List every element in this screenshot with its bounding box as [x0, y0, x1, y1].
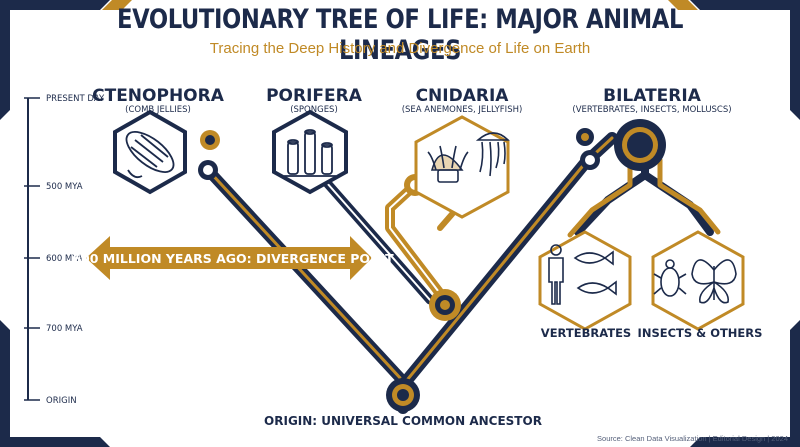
page-subtitle: Tracing the Deep History and Divergence … [209, 40, 591, 57]
lineage-name: BILATERIA [603, 86, 702, 106]
lineage-name: CNIDARIA [416, 86, 510, 106]
timeline-tick: PRESENT DAY [24, 94, 105, 104]
icon-porifera [272, 109, 348, 195]
timeline-label: 600 MYA [46, 254, 83, 264]
lineage-labels: CTENOPHORA (COMB JELLIES) PORIFERA (SPON… [92, 86, 762, 340]
lineage-common: (SPONGES) [290, 105, 338, 115]
timeline-tick: ORIGIN [24, 396, 77, 406]
lineage-common: (SEA ANEMONES, JELLYFISH) [402, 105, 523, 115]
divergence-arrow: 600 MILLION YEARS AGO: DIVERGENCE POINT [72, 236, 394, 280]
subgroup-name: INSECTS & OTHERS [638, 326, 763, 340]
lineage-name: PORIFERA [266, 86, 363, 106]
icon-ctenophora [113, 109, 187, 195]
timeline-label: PRESENT DAY [46, 94, 105, 104]
frame-corner-accents [102, 0, 698, 10]
timeline-tick: 600 MYA [24, 254, 83, 264]
icon-vertebrates [538, 230, 632, 331]
jellyfish-icon [427, 132, 510, 183]
icon-cnidaria [414, 115, 510, 219]
beetle-butterfly-icon [653, 259, 737, 304]
timeline-label: 700 MYA [46, 324, 83, 334]
timeline-axis: PRESENT DAY 500 MYA 600 MYA 700 MYA ORIG… [24, 94, 105, 406]
subgroup-name: VERTEBRATES [541, 326, 631, 340]
divergence-label: 600 MILLION YEARS AGO: DIVERGENCE POINT [72, 251, 394, 266]
comb-jelly-icon [125, 131, 175, 179]
timeline-label: 500 MYA [46, 182, 83, 192]
icon-insects [651, 230, 745, 331]
sponge-icon [284, 129, 336, 177]
source-note: Source: Clean Data Visualization | Edito… [597, 434, 788, 443]
timeline-tick: 700 MYA [24, 324, 83, 334]
timeline-tick: 500 MYA [24, 182, 83, 192]
origin-label: ORIGIN: UNIVERSAL COMMON ANCESTOR [264, 414, 542, 428]
page-title: EVOLUTIONARY TREE OF LIFE: MAJOR ANIMAL … [117, 4, 683, 66]
human-fish-icon [548, 244, 617, 305]
lineage-common: (VERTEBRATES, INSECTS, MOLLUSCS) [572, 105, 731, 115]
lineage-common: (COMB JELLIES) [125, 105, 191, 115]
lineage-name: CTENOPHORA [92, 86, 225, 106]
timeline-label: ORIGIN [46, 396, 77, 406]
